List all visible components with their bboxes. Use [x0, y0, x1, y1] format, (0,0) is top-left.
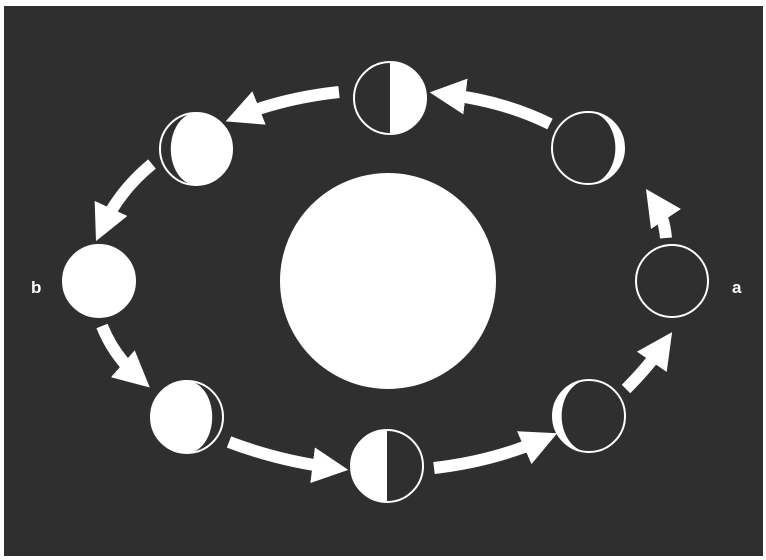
orbit-arrow-icon: [654, 201, 666, 238]
orbit-arrow-icon: [626, 344, 664, 389]
orbit-arrow-icon: [434, 439, 544, 468]
orbit-arrow-icon: [239, 92, 339, 116]
moon-phase-a: [636, 245, 708, 317]
moon-phase-upper-right: [552, 112, 624, 184]
moon-phases-diagram: [4, 6, 763, 556]
diagram-background: b a: [4, 6, 763, 556]
label-b: b: [31, 278, 41, 298]
moon-phase-bottom: [351, 430, 423, 502]
moon-phase-b: [63, 245, 135, 317]
moon-phase-lower-right: [553, 380, 625, 452]
moon-phase-top: [354, 62, 426, 134]
orbit-arrow-icon: [444, 94, 550, 124]
moon-phase-lower-left: [151, 381, 223, 453]
label-a: a: [732, 278, 741, 298]
orbit-arrow-icon: [229, 442, 334, 468]
orbit-arrow-icon: [102, 164, 152, 228]
moon-phase-upper-left: [160, 113, 232, 185]
orbit-arrow-icon: [102, 326, 139, 378]
central-body: [280, 173, 496, 389]
